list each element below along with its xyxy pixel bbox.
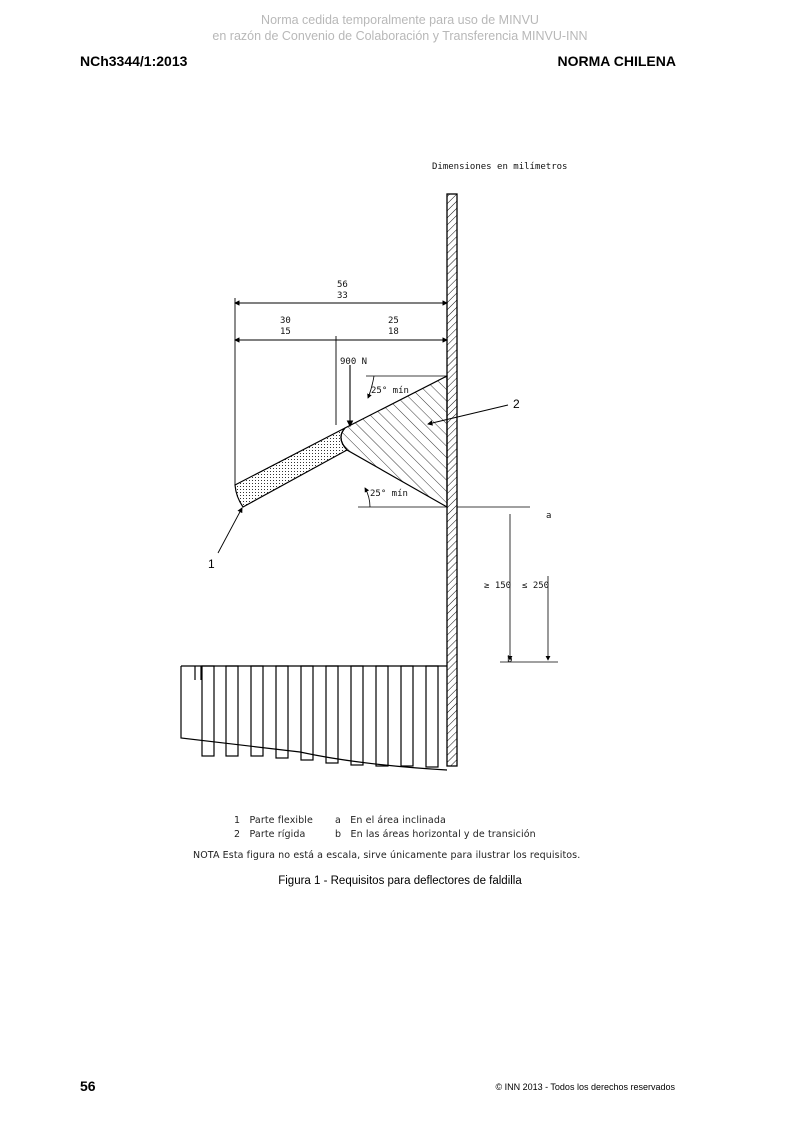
force-label: 900 N (340, 357, 367, 367)
standard-code: NCh3344/1:2013 (80, 53, 188, 69)
units-note: Dimensiones en milímetros (432, 162, 567, 172)
legend-note-b: b En las áreas horizontal y de transició… (335, 829, 536, 840)
dim-total-bottom: 33 (337, 291, 348, 301)
legend-item-1: 1 Parte flexible (234, 815, 313, 826)
vehicle-wall (446, 193, 458, 767)
dim-right-bottom: 18 (388, 327, 399, 337)
copyright-notice: © INN 2013 - Todos los derechos reservad… (495, 1082, 675, 1092)
callout-1-leader (217, 507, 243, 554)
note-b-marker: b (507, 655, 512, 665)
callout-2: 2 (513, 397, 520, 411)
legend-note-a: a En el área inclinada (335, 815, 446, 826)
callout-2-leader (427, 404, 509, 426)
figure-caption: Figura 1 - Requisitos para deflectores d… (278, 875, 522, 887)
clearance-a-value: ≥ 150 (484, 581, 511, 591)
flexible-part (234, 427, 348, 508)
legend-item-2: 2 Parte rígida (234, 829, 305, 840)
legend-note-a-key: a (335, 815, 341, 826)
legend-note-b-text: En las áreas horizontal y de transición (350, 829, 536, 840)
clearance-b-value: ≤ 250 (522, 581, 549, 591)
watermark-line-2: en razón de Convenio de Colaboración y T… (212, 29, 588, 43)
tyre-tread (180, 665, 448, 771)
header-title: NORMA CHILENA (557, 53, 676, 69)
legend-note-b-key: b (335, 829, 342, 840)
angle-upper-label: 25° mín (371, 386, 409, 396)
dim-right-top: 25 (388, 316, 399, 326)
page-number: 56 (80, 1078, 96, 1094)
legend-item-1-text: Parte flexible (249, 815, 313, 826)
dim-left-top: 30 (280, 316, 291, 326)
note-a-marker: a (546, 511, 551, 521)
legend-item-2-text: Parte rígida (249, 829, 306, 840)
legend-item-2-number: 2 (234, 829, 241, 840)
angle-lower-label: 25° mín (370, 489, 408, 499)
legend-note-a-text: En el área inclinada (350, 815, 446, 826)
dim-total-top: 56 (337, 280, 348, 290)
watermark-line-1: Norma cedida temporalmente para uso de M… (261, 13, 539, 27)
dim-left-bottom: 15 (280, 327, 291, 337)
figure-note: NOTA Esta figura no está a escala, sirve… (193, 850, 581, 861)
callout-1: 1 (208, 557, 215, 571)
legend-item-1-number: 1 (234, 815, 241, 826)
